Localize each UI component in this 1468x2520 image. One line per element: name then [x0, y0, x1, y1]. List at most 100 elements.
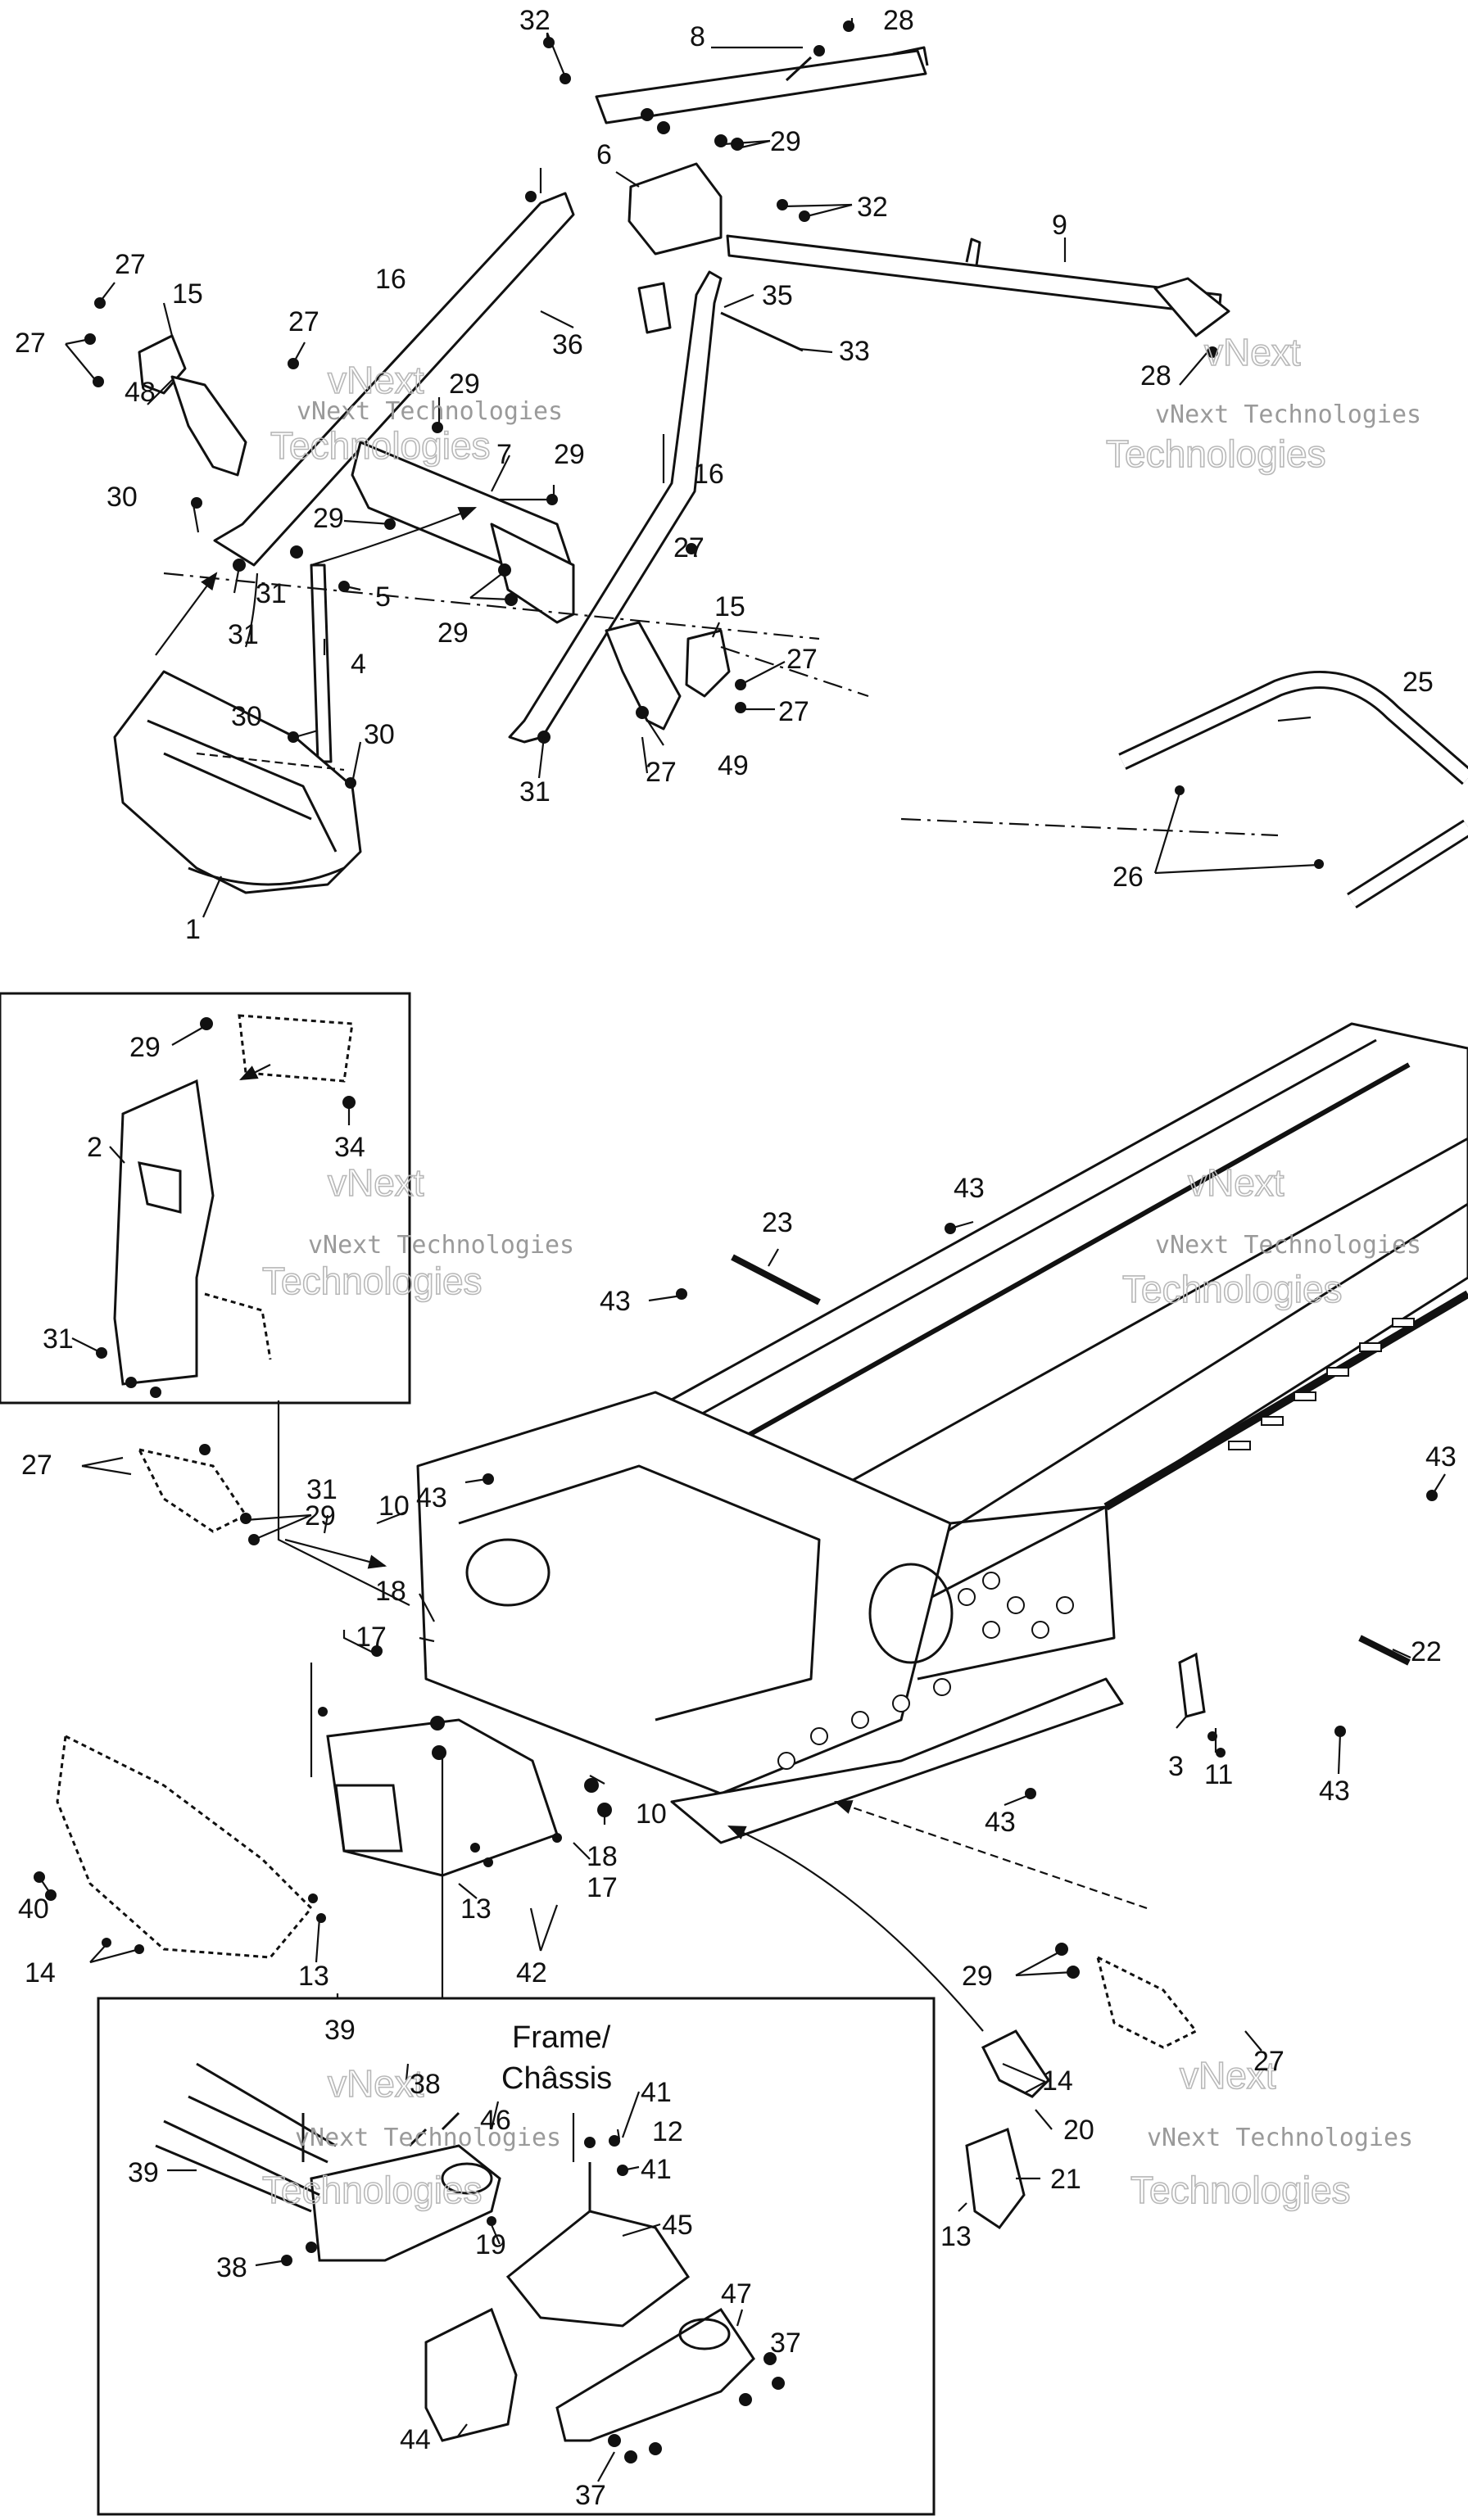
part-45-frame — [505, 2210, 691, 2328]
callout-label: 39 — [324, 2015, 356, 2046]
upper-column-assembly — [113, 46, 1468, 909]
callout-label: 15 — [172, 278, 203, 310]
callout-label: 38 — [410, 2069, 441, 2100]
parts-20-21-bracket — [965, 1955, 1198, 2230]
part-23-strip — [731, 1254, 821, 1305]
callouts: 32 8 28 29 29 6 32 9 27 15 16 27 27 36 3… — [15, 5, 1457, 2511]
callout-label: 30 — [231, 701, 262, 732]
callout-label: 43 — [985, 1807, 1016, 1838]
part-15-right-plate — [685, 629, 731, 698]
callout-label: 2 — [87, 1132, 102, 1163]
callout-label: 29 — [554, 439, 585, 470]
callout-label: 35 — [762, 280, 793, 311]
callout-label: 27 — [673, 532, 705, 563]
callout-label: 3 — [1168, 1751, 1184, 1782]
frame-label-line1: Frame/ — [512, 2020, 611, 2055]
callout-label: 49 — [718, 750, 749, 781]
callout-label: 22 — [1411, 1636, 1442, 1667]
chassis-holes — [777, 1318, 1415, 1770]
callout-label: 29 — [129, 1032, 161, 1063]
callout-label: 43 — [954, 1173, 985, 1204]
callout-label: 7 — [496, 439, 512, 470]
callout-label: 31 — [43, 1323, 74, 1355]
callout-label: 42 — [516, 1957, 547, 1988]
callout-label: 30 — [106, 482, 138, 513]
callout-label: 28 — [883, 5, 914, 36]
callout-label: 17 — [356, 1622, 387, 1653]
watermarks: vNext Technologies Technologies vNext vN… — [261, 330, 1421, 2212]
leader-lines — [39, 18, 1446, 2482]
callout-label: 27 — [21, 1450, 52, 1481]
callout-label: 31 — [306, 1474, 338, 1505]
callout-label: 29 — [962, 1961, 993, 1992]
callout-label: 29 — [449, 369, 480, 400]
watermark-outline-small: vNext — [1204, 331, 1301, 373]
callout-label: 47 — [721, 2278, 752, 2310]
part-9-rear-bar — [726, 234, 1222, 316]
callout-label: 43 — [600, 1286, 631, 1317]
callout-label: 30 — [364, 719, 395, 750]
callout-label: 14 — [25, 1957, 56, 1988]
inset-box-front-bracket — [0, 992, 411, 1405]
callout-label: 18 — [587, 1841, 618, 1872]
callout-label: 1 — [185, 914, 201, 945]
assembly-arrows — [155, 506, 1279, 2032]
callout-label: 28 — [1140, 360, 1171, 391]
callout-label: 48 — [125, 377, 156, 408]
watermark-text: vNext Technologies — [1147, 2124, 1413, 2152]
watermark-text: vNext Technologies — [308, 1231, 574, 1260]
watermark-outline: Technologies — [270, 424, 491, 467]
part-16-right-tube — [508, 270, 723, 744]
callout-label: 29 — [305, 1500, 336, 1531]
watermark-text: vNext Technologies — [297, 397, 563, 426]
callout-label: 45 — [662, 2210, 693, 2241]
watermark-outline: Technologies — [1106, 432, 1326, 475]
callout-label: 32 — [519, 5, 550, 36]
callout-label: 43 — [1425, 1441, 1457, 1473]
callout-label: 37 — [770, 2328, 801, 2359]
front-suspension-fasteners — [34, 1444, 1080, 1979]
callout-label: 29 — [313, 503, 344, 534]
part-49-bracket — [605, 621, 682, 731]
callout-label: 34 — [334, 1132, 365, 1163]
watermark-text: vNext Technologies — [1155, 400, 1421, 429]
callout-label: 23 — [762, 1207, 793, 1238]
frame-label-line2: Châssis — [501, 2061, 612, 2096]
watermark-outline: Technologies — [262, 1260, 483, 1302]
part-6-bracket — [628, 162, 723, 256]
callout-label: 36 — [552, 329, 583, 360]
callout-label: 27 — [288, 306, 319, 337]
callout-label: 17 — [587, 1872, 618, 1903]
callout-label: 16 — [693, 459, 724, 490]
callout-label: 27 — [115, 249, 146, 280]
callout-label: 32 — [857, 192, 888, 223]
callout-label: 40 — [18, 1893, 49, 1925]
part-3-bracket — [1178, 1652, 1206, 1718]
main-chassis-tunnel — [416, 1022, 1468, 1844]
part-33-bolt — [720, 311, 804, 352]
watermark-outline: Technologies — [1122, 1268, 1343, 1310]
callout-label: 27 — [778, 696, 809, 727]
watermark-outline: Technologies — [1130, 2169, 1351, 2211]
part-16-left-tube — [213, 192, 575, 567]
watermark-text: vNext Technologies — [295, 2124, 561, 2152]
watermark-outline-small: vNext — [328, 1161, 424, 1204]
callout-label: 43 — [416, 1482, 447, 1513]
part-46-frame — [310, 2144, 501, 2262]
callout-label: 10 — [636, 1798, 667, 1830]
inset-box-frame-chassis — [97, 1997, 936, 2516]
part-48-bracket — [170, 375, 247, 477]
callout-label: 44 — [400, 2424, 431, 2455]
callout-label: 38 — [216, 2252, 247, 2283]
callout-label: 29 — [437, 618, 469, 649]
callout-label: 39 — [128, 2157, 159, 2188]
callout-label: 37 — [575, 2480, 606, 2511]
callout-label: 27 — [786, 644, 818, 675]
callout-label: 10 — [378, 1491, 410, 1522]
callout-label: 31 — [228, 619, 259, 650]
callout-label: 11 — [1204, 1759, 1233, 1790]
callout-label: 31 — [256, 578, 287, 609]
callout-label: 21 — [1050, 2164, 1081, 2195]
